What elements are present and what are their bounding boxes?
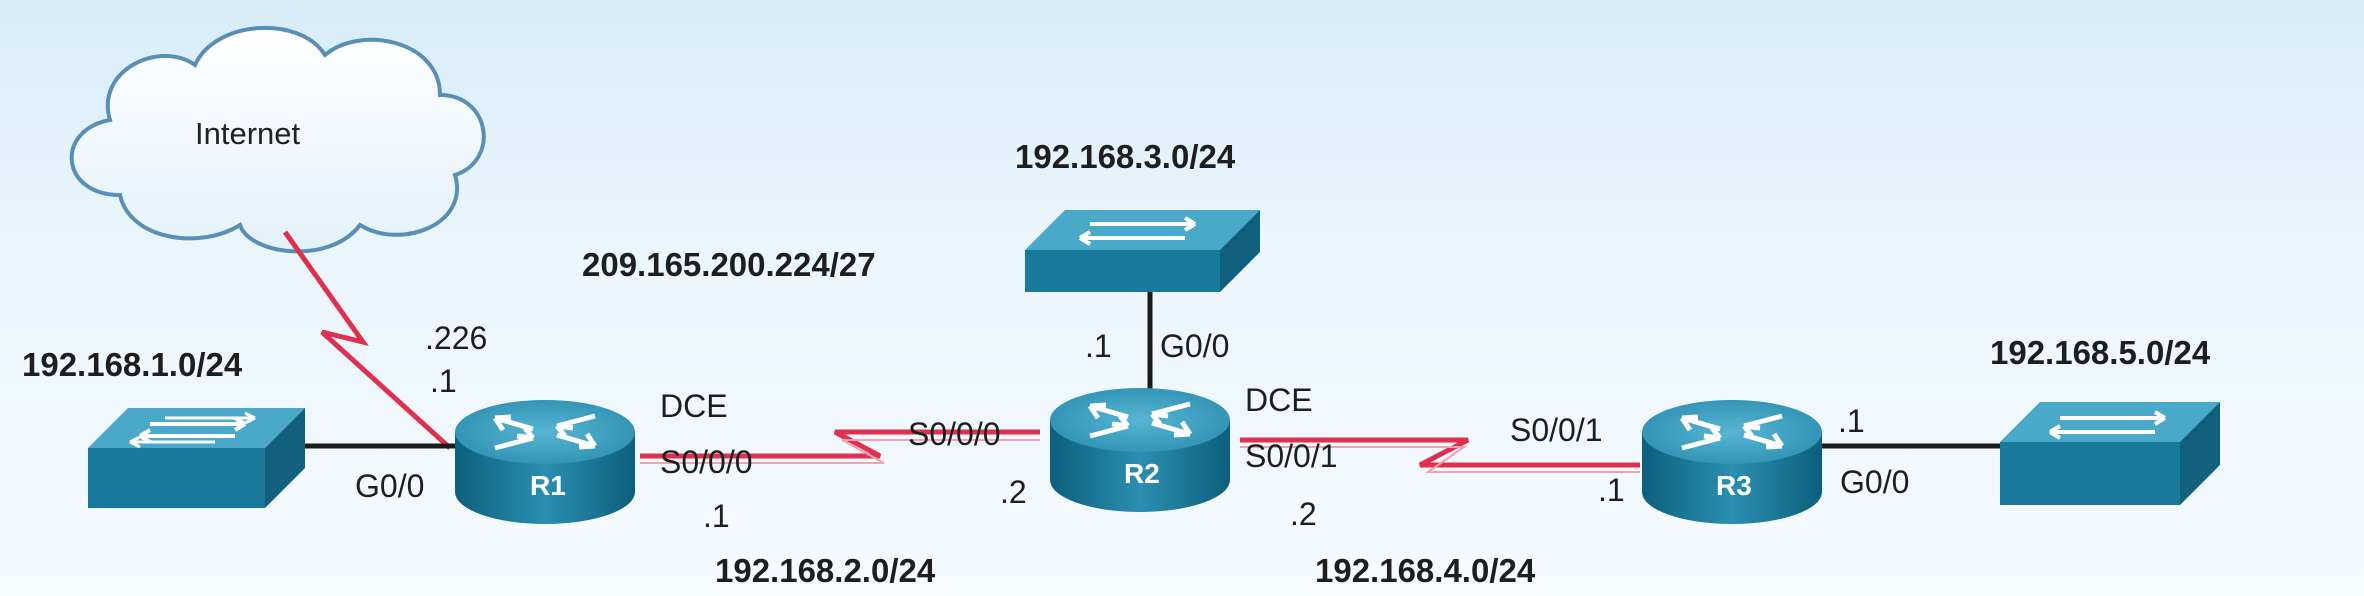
r1-g00-label: G0/0 <box>355 468 425 504</box>
network-label-lan3: 192.168.3.0/24 <box>1015 138 1236 175</box>
r3-g00-host-label: .1 <box>1838 403 1865 439</box>
r2-dce-label: DCE <box>1245 382 1313 418</box>
switch-lan5 <box>2000 402 2220 505</box>
network-label-lan1: 192.168.1.0/24 <box>22 346 243 383</box>
network-label-wan23: 192.168.4.0/24 <box>1315 552 1536 589</box>
r1-dce-label: DCE <box>660 388 728 424</box>
serial-link-r1-r2 <box>640 429 1040 459</box>
isp-host-label: .226 <box>425 320 488 356</box>
switch-lan3 <box>1025 210 1260 292</box>
network-label-lan5: 192.168.5.0/24 <box>1990 334 2211 371</box>
r3-s001-host-label: .1 <box>1598 472 1625 508</box>
r2-s001-host-label: .2 <box>1290 496 1317 532</box>
network-label-isp: 209.165.200.224/27 <box>582 246 876 283</box>
r2-g00-host-label: .1 <box>1085 328 1112 364</box>
internet-cloud <box>69 25 486 254</box>
r2-g00-label: G0/0 <box>1160 328 1230 364</box>
network-label-wan12: 192.168.2.0/24 <box>715 552 936 589</box>
r1-isp-host-label: .1 <box>430 363 457 399</box>
cloud-label: Internet <box>195 116 301 151</box>
r1-s000-host-label: .1 <box>703 498 730 534</box>
router-r3-name: R3 <box>1716 470 1752 501</box>
r3-s001-label: S0/0/1 <box>1510 412 1603 448</box>
router-r3 <box>1642 400 1822 524</box>
router-r2 <box>1050 388 1230 512</box>
serial-link-r2-r3 <box>1240 437 1640 468</box>
router-r1-name: R1 <box>530 470 566 501</box>
r2-s001-label: S0/0/1 <box>1245 438 1338 474</box>
serial-link-isp <box>282 230 452 450</box>
router-r1 <box>455 400 635 524</box>
switch-lan1 <box>88 408 305 508</box>
router-r2-name: R2 <box>1124 458 1160 489</box>
r2-s000-label: S0/0/0 <box>908 416 1001 452</box>
r1-s000-label: S0/0/0 <box>660 444 753 480</box>
r2-s000-host-label: .2 <box>1000 474 1027 510</box>
r3-g00-label: G0/0 <box>1840 464 1910 500</box>
